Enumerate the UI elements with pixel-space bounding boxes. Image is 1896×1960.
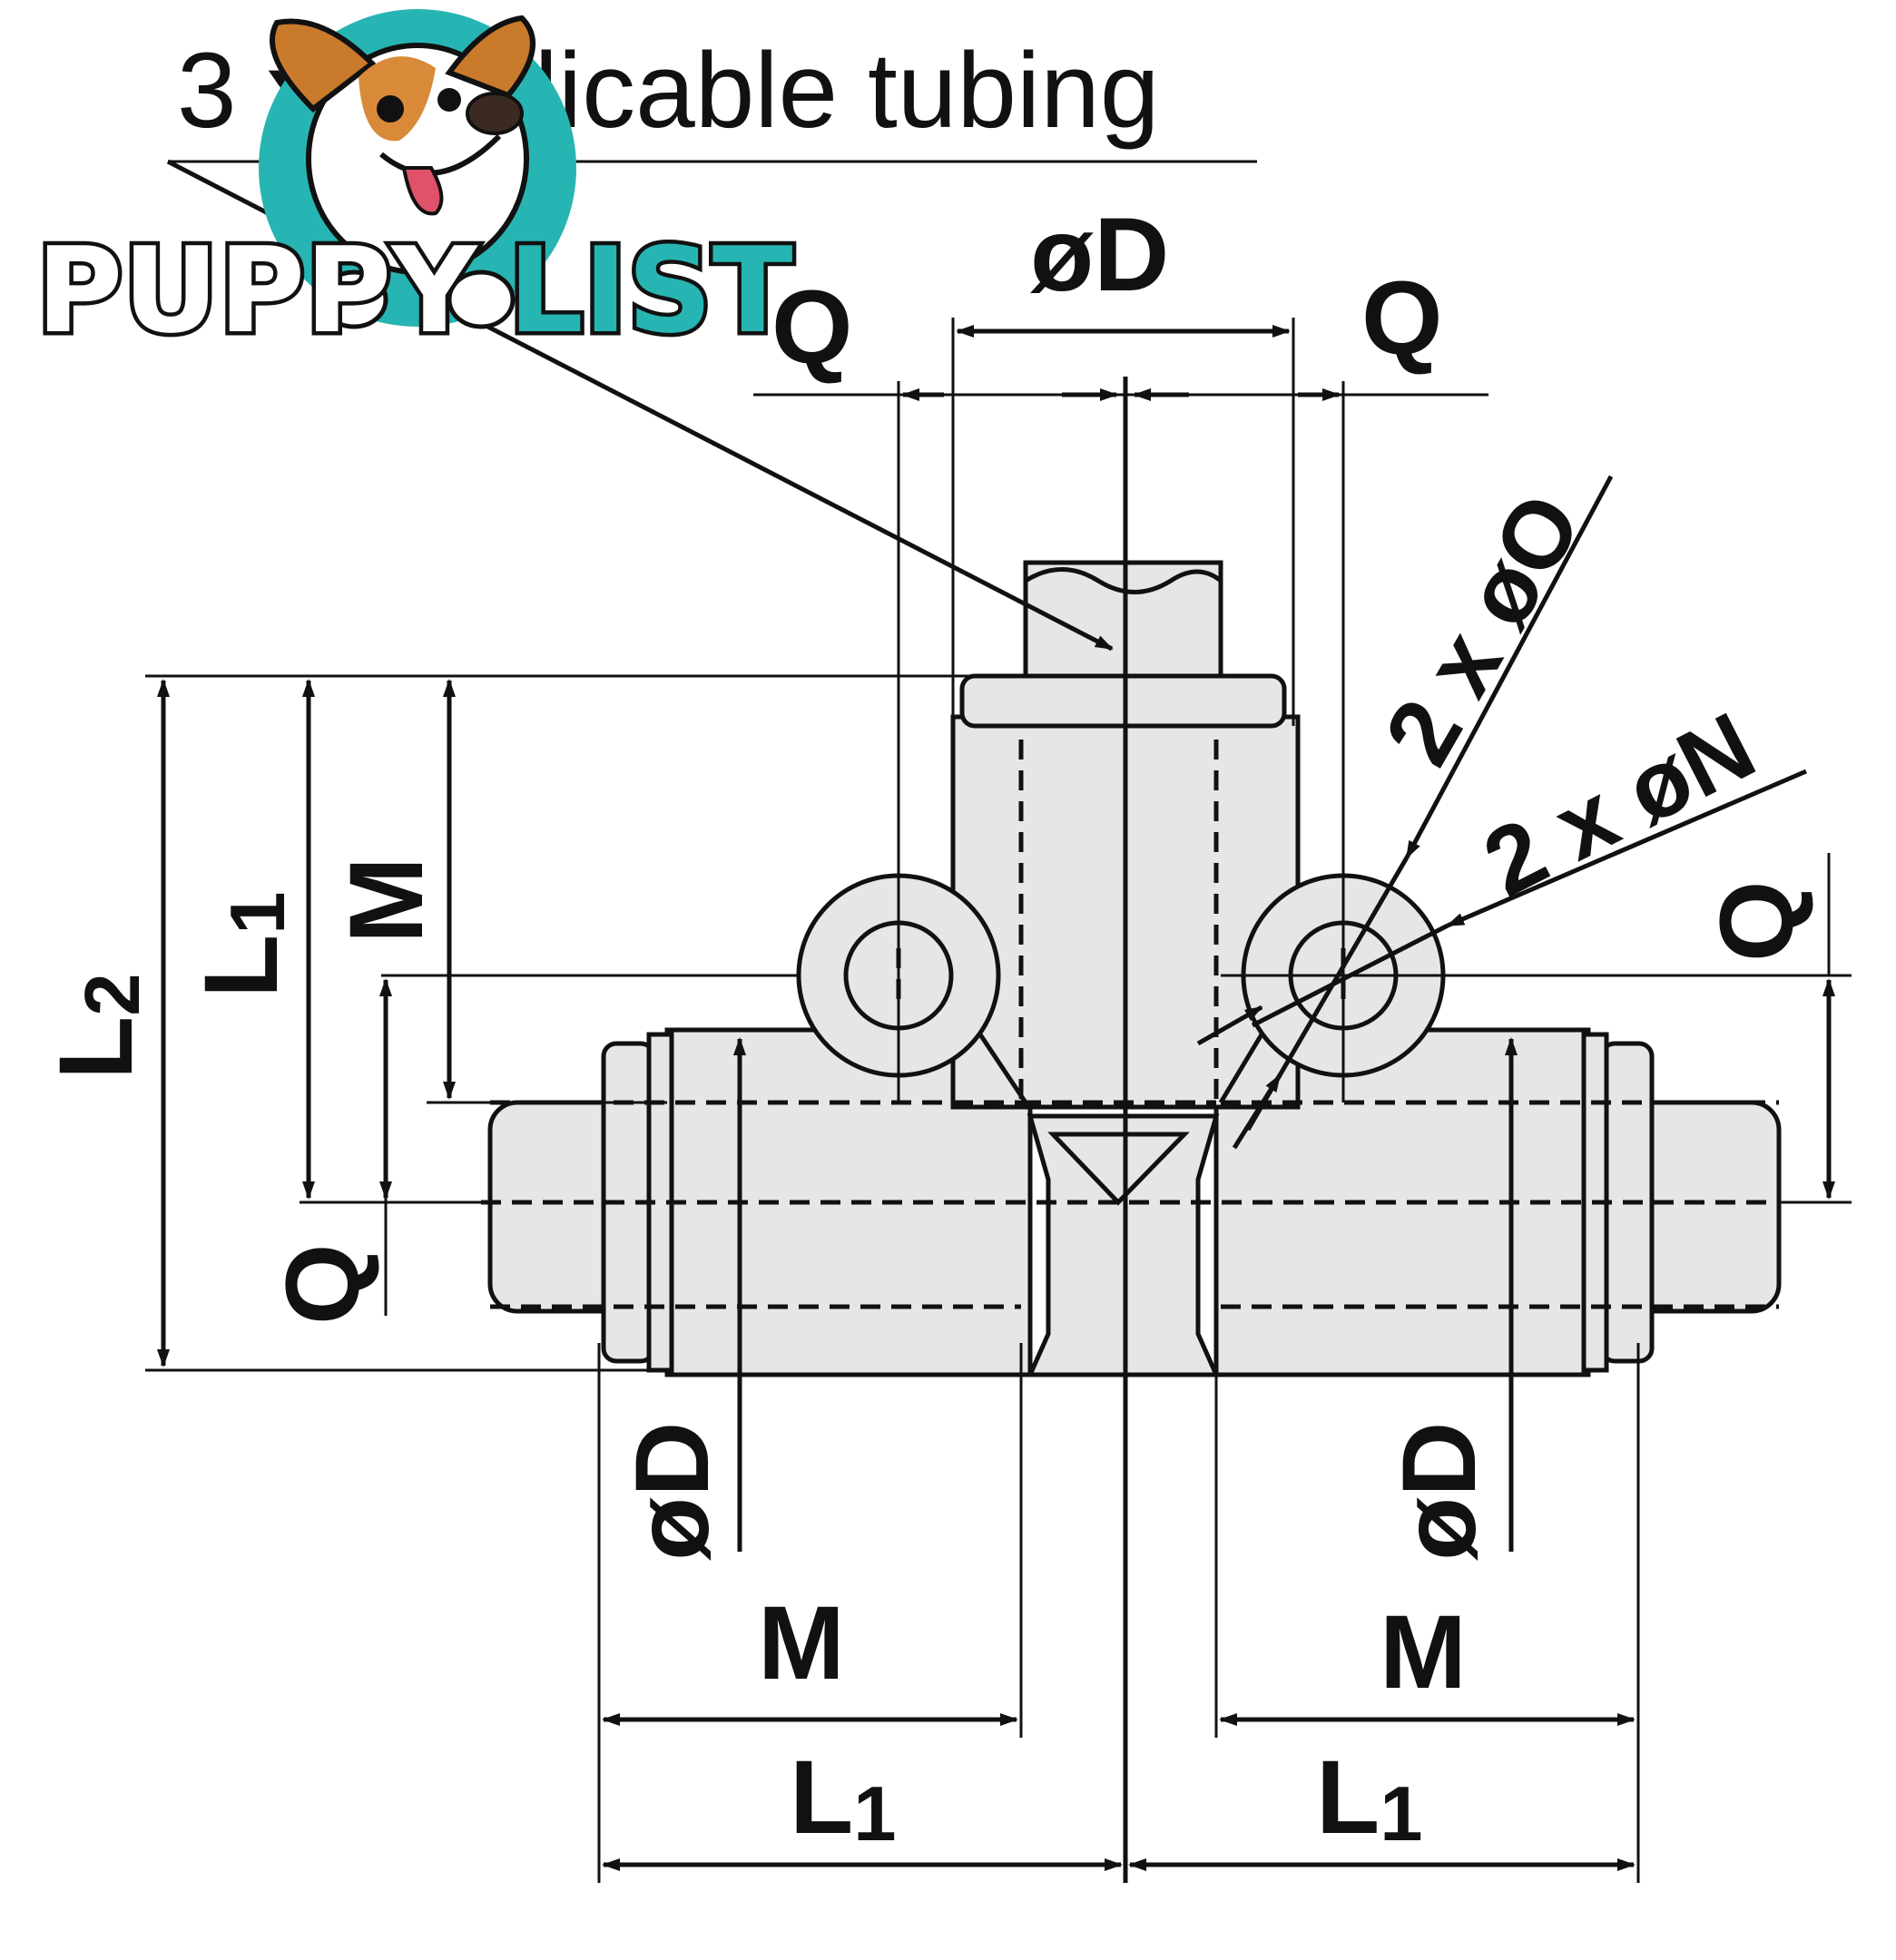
fitting-body	[481, 377, 1782, 1883]
logo-word-right: LIST	[508, 221, 793, 359]
puppylist-logo: PUPPY LIST	[33, 9, 797, 364]
label-q-top-left: Q	[771, 270, 852, 386]
label-l2: L2	[38, 973, 156, 1080]
label-od-bottom-right: øD	[1381, 1422, 1498, 1561]
label-od-bottom-left: øD	[614, 1422, 731, 1561]
label-l1-bottom-left: L1	[790, 1740, 897, 1857]
logo-word-left: PUPPY	[36, 221, 478, 359]
puppy-icon	[270, 15, 535, 329]
label-m-bottom-left: M	[758, 1585, 845, 1701]
label-od-top: øD	[1030, 197, 1169, 313]
label-q-left: Q	[265, 1244, 381, 1325]
label-m-left: M	[329, 857, 445, 944]
label-l1-left: L1	[183, 891, 301, 998]
label-q-right: Q	[1699, 881, 1815, 962]
label-q-top-right: Q	[1361, 260, 1442, 377]
label-l1-bottom-right: L1	[1316, 1740, 1423, 1857]
label-2xo: 2 x øO	[1365, 476, 1603, 781]
label-m-bottom-right: M	[1380, 1594, 1467, 1710]
